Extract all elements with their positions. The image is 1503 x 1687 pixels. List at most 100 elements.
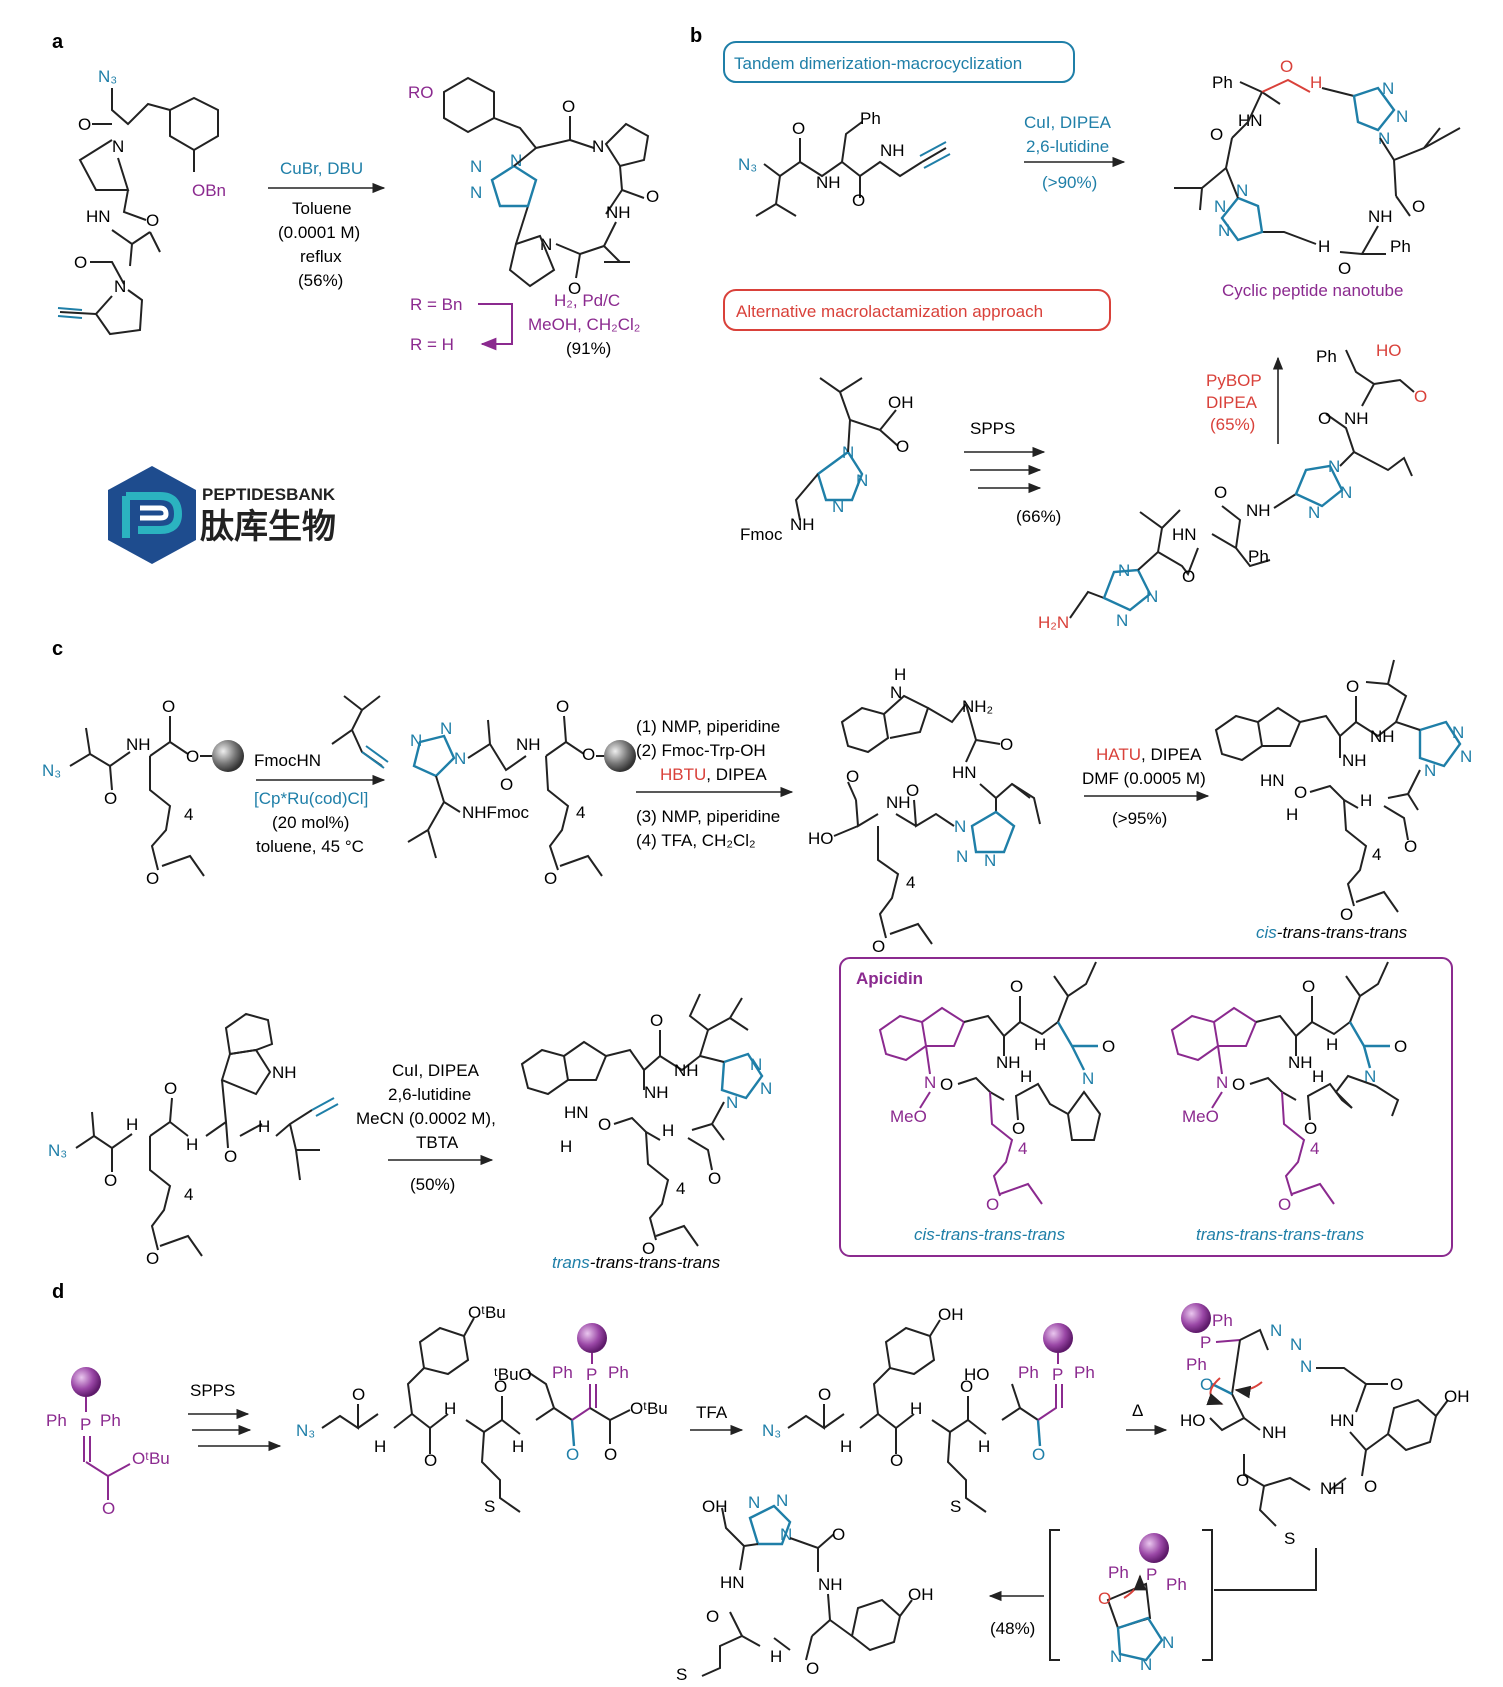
b-lp-o-red: O [1414, 387, 1427, 406]
b-linear-dipeptide: N₃ O NH Ph O NH [738, 109, 951, 217]
c-lt-o4: O [146, 1249, 159, 1268]
c-ti-n1: N [410, 731, 422, 750]
d-lp2-ph2: Ph [1074, 1363, 1095, 1382]
d-ox-n2: N [1140, 1655, 1152, 1674]
c-rs-o2: O [162, 697, 175, 716]
panel-label-c: c [52, 638, 63, 660]
c-lt-o2: O [164, 1079, 177, 1098]
logo-text-en: PEPTIDESBANK [202, 485, 336, 504]
c-ti-4: 4 [576, 803, 585, 822]
d-lp1-o-blue: O [566, 1445, 579, 1464]
d-ox-ph1: Ph [1108, 1563, 1129, 1582]
d-mc-curly-arrow-2 [1234, 1381, 1263, 1399]
d-lp1-o1: O [352, 1385, 365, 1404]
a-o2-label: O [146, 211, 159, 230]
d-lp1-o4: O [604, 1445, 617, 1464]
api2-4: 4 [1310, 1139, 1319, 1158]
d-fp-oh2: OH [702, 1497, 728, 1516]
b-o1: O [792, 119, 805, 138]
c-ct-nh3: H [560, 1137, 572, 1156]
c-resin-bead-2-icon [604, 740, 636, 772]
c-cc-hn: HN [1260, 771, 1285, 790]
c-lp-o2: O [906, 781, 919, 800]
c-cc-nh: NH [1342, 751, 1367, 770]
b-box-tandem [723, 41, 1075, 83]
c-rs-n3: N₃ [42, 761, 61, 780]
a-cond-cubr: CuBr, DBU [280, 159, 363, 178]
a-cond-meoh: MeOH, CH₂Cl₂ [528, 315, 640, 334]
d-mc-curly-arrow-1 [1206, 1377, 1224, 1406]
c-cc-nh3: H [1286, 805, 1298, 824]
d-fp-n1: N [748, 1493, 760, 1512]
c-step3: (3) NMP, piperidine [636, 807, 780, 826]
b-c-tz2-n2: N [1214, 197, 1226, 216]
c-step2b-line: HBTU, DIPEA [660, 765, 767, 784]
c-label-cis-blue: cis [1256, 923, 1277, 942]
c-cc-o1: O [1346, 677, 1359, 696]
c-ct-4: 4 [676, 1179, 685, 1198]
c-cc-tz-n3: N [1424, 761, 1436, 780]
a-p-tz-n3: N [470, 183, 482, 202]
api1-nh: NH [996, 1053, 1021, 1072]
a-cond-reflux: reflux [300, 247, 342, 266]
c-rs-nh: NH [126, 735, 151, 754]
d-ox-n3: N [1162, 1633, 1174, 1652]
d-mc-o1: O [1390, 1375, 1403, 1394]
panel-b: Tandem dimerization-macrocyclization N₃ … [723, 41, 1461, 632]
d-mc-oh: OH [1444, 1387, 1470, 1406]
d-p1: P [80, 1415, 91, 1434]
c-ti-o3: O [582, 745, 595, 764]
c-ct-tz-n3: N [726, 1093, 738, 1112]
d-lp2-h2: H [910, 1399, 922, 1418]
b-c-tz1-n1: N [1382, 79, 1394, 98]
d-fp-nh: NH [818, 1575, 843, 1594]
api2-h: H [1326, 1035, 1338, 1054]
c-resin-bead-icon [212, 740, 244, 772]
a-n-label: N [112, 137, 124, 156]
c-lt-indole-nh: NH [272, 1063, 297, 1082]
c-cat-load: (20 mol%) [272, 813, 349, 832]
c-ct-tz-n2: N [760, 1079, 772, 1098]
c-ti-nh: NH [516, 735, 541, 754]
c-rs-o3: O [186, 747, 199, 766]
d-lp1-h3: H [512, 1437, 524, 1456]
d-lp1-tbuo: ᵗBuO [494, 1365, 532, 1384]
b-c-tz2-n1: N [1218, 221, 1230, 240]
d-o1: O [102, 1499, 115, 1518]
d-fp-o2: O [806, 1659, 819, 1678]
c-ct-o2: O [708, 1169, 721, 1188]
b-lp-tz2-n2: N [1340, 483, 1352, 502]
peptidesbank-logo: PEPTIDESBANK 肽库生物 [108, 466, 336, 564]
c-ct-h: H [662, 1121, 674, 1140]
c-rs-o4: O [146, 869, 159, 888]
c-label-trans-rest: -trans-trans-trans [590, 1253, 721, 1272]
d-lp1-ph2: Ph [608, 1363, 629, 1382]
panel-label-b: b [690, 25, 702, 47]
c-step2b: , DIPEA [706, 765, 767, 784]
b-lp-ph: Ph [1248, 547, 1269, 566]
c-ct-nh2: NH [674, 1061, 699, 1080]
b-nh1: NH [816, 173, 841, 192]
c-cu4: TBTA [416, 1133, 459, 1152]
api2-o3: O [1304, 1119, 1317, 1138]
b-lp-hn: HN [1172, 525, 1197, 544]
c-cc-o3: O [1294, 783, 1307, 802]
d-lp2-o-blue: O [1032, 1445, 1045, 1464]
d-mc-ho: HO [1180, 1411, 1206, 1430]
d-lp2-h1: H [840, 1437, 852, 1456]
c-lt-nh1: H [126, 1115, 138, 1134]
a-starting-material: N₃ O N O HN O N OBn [57, 67, 226, 336]
d-fp-o3: O [706, 1607, 719, 1626]
b-dipea: DIPEA [1206, 393, 1258, 412]
b-c-ph2: Ph [1390, 237, 1411, 256]
api2-n-pro: N [1364, 1067, 1376, 1086]
a-p-nh: NH [606, 203, 631, 222]
c-lt-o3: O [224, 1147, 237, 1166]
c-ti-o2: O [556, 697, 569, 716]
api1-n-pro: N [1082, 1069, 1094, 1088]
b-bb-o: O [896, 437, 909, 456]
b-bb-n3: N [832, 497, 844, 516]
b-lp-o2: O [1214, 483, 1227, 502]
d-mc-nh2: NH [1262, 1423, 1287, 1442]
c-cc-o4: O [1340, 905, 1353, 924]
